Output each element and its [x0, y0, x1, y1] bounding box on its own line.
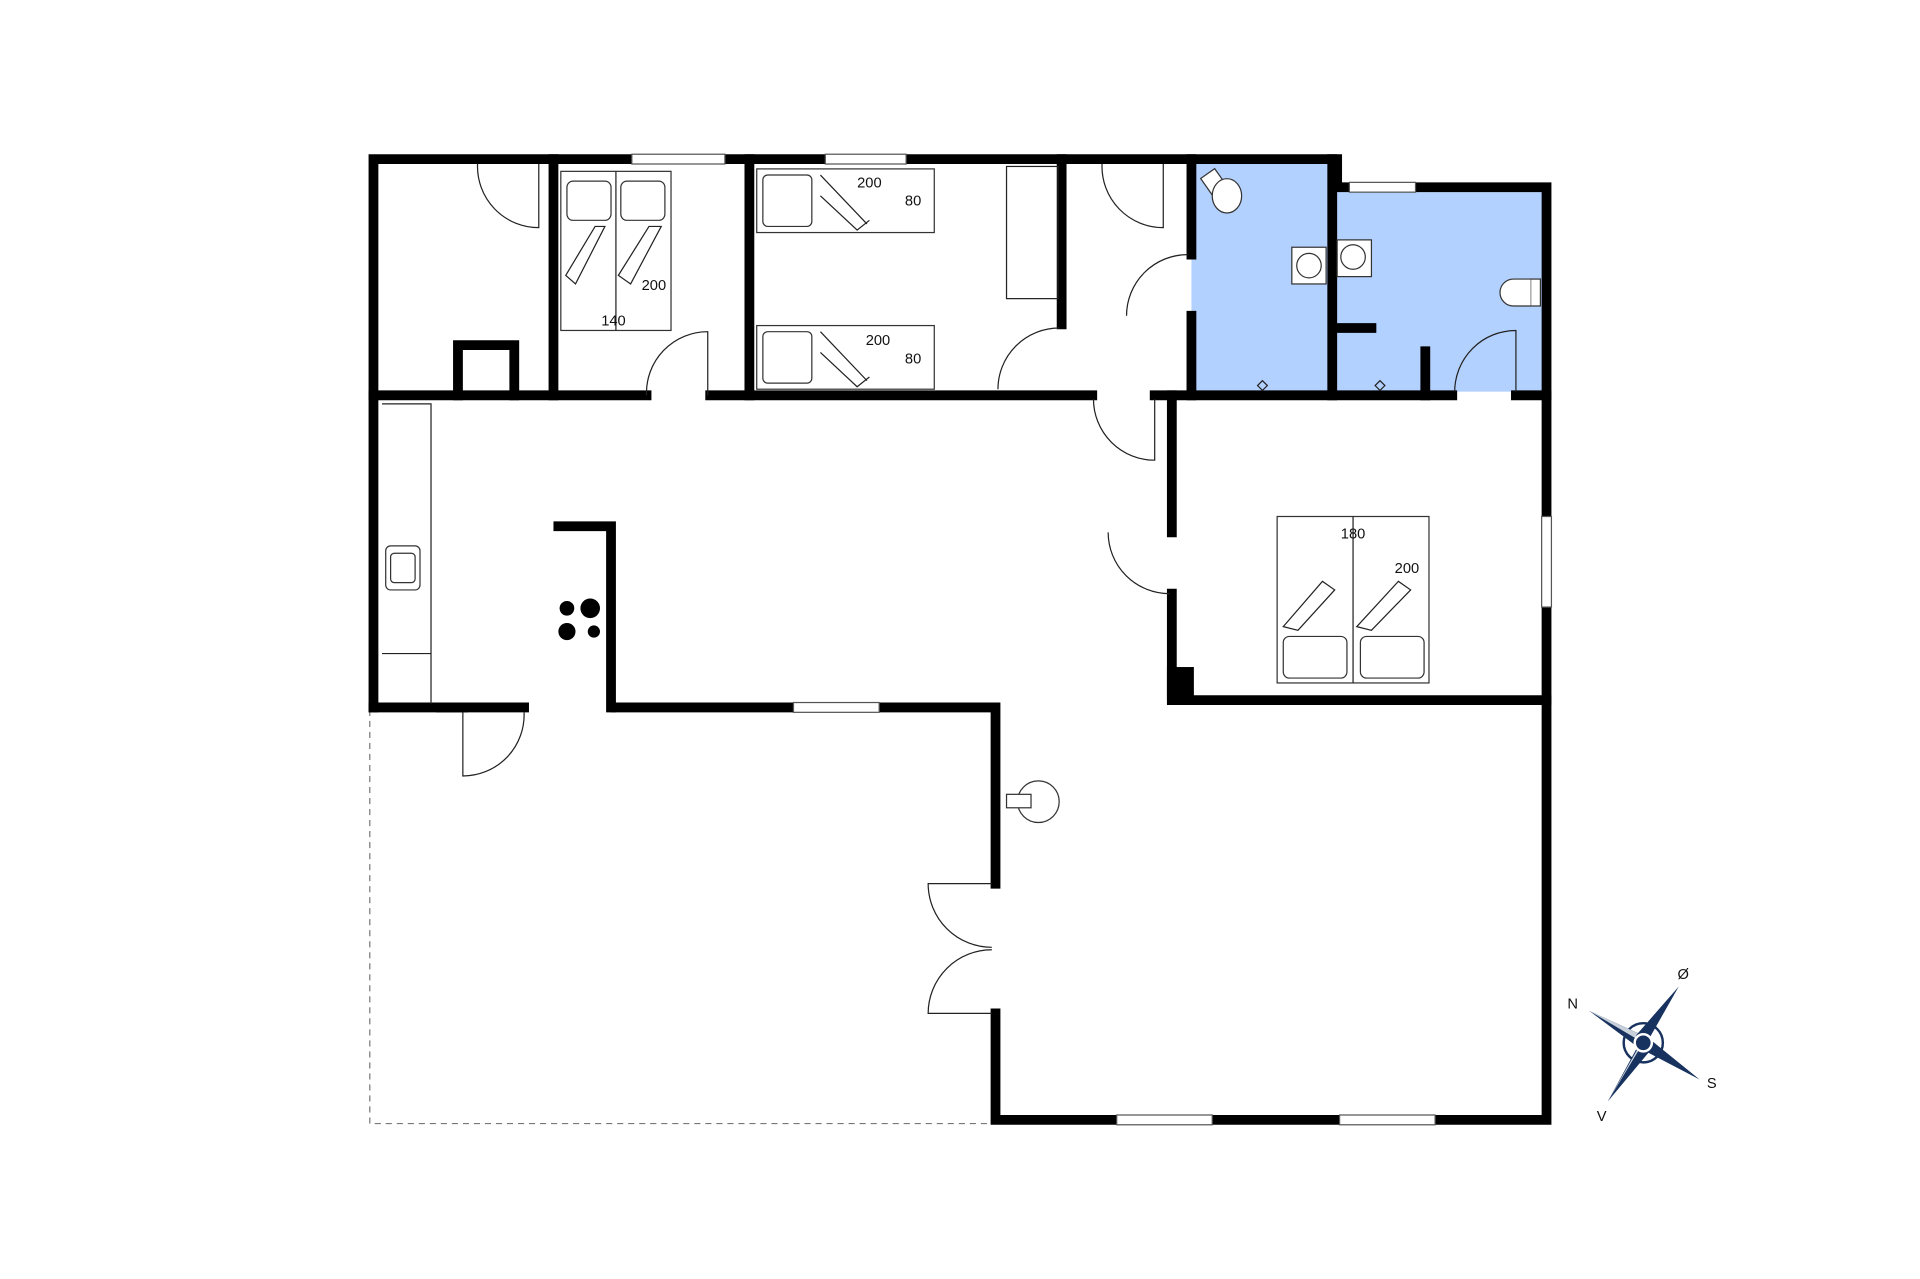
bed-length-label: 200: [642, 278, 667, 294]
bed-width-label: 180: [1341, 527, 1366, 543]
terrace-outline: [369, 709, 996, 1125]
windows: [631, 153, 1553, 1126]
bed-length-label: 200: [857, 175, 882, 191]
doors: [462, 163, 1517, 1015]
toilet-icon: [1199, 167, 1243, 214]
bed-length-label: 200: [1395, 561, 1420, 577]
compass-east-label: Ø: [1678, 967, 1689, 983]
toilet-icon: [1499, 278, 1542, 307]
bed-width-label: 80: [905, 194, 921, 210]
bed-length-label: 200: [866, 333, 891, 349]
floor-drain-icon: [1256, 379, 1386, 392]
bed-140: [560, 170, 672, 332]
compass-west-label: V: [1597, 1109, 1607, 1125]
internal-walls: [368, 154, 1552, 713]
kitchen: [382, 403, 1060, 824]
bed-80-bottom: [756, 324, 935, 390]
outer-walls: [368, 154, 1552, 1125]
sink-icon: [1291, 239, 1373, 285]
bed-width-label: 80: [905, 352, 921, 368]
bed-80-top: [756, 168, 935, 234]
compass-north-label: N: [1567, 997, 1578, 1013]
compass-rose-icon: N Ø S V: [1567, 967, 1717, 1125]
compass-south-label: S: [1707, 1076, 1717, 1092]
wardrobe: [1005, 165, 1059, 300]
stove-icon: [558, 598, 600, 641]
bed-width-label: 140: [601, 314, 626, 330]
bed-180: [1276, 515, 1430, 684]
